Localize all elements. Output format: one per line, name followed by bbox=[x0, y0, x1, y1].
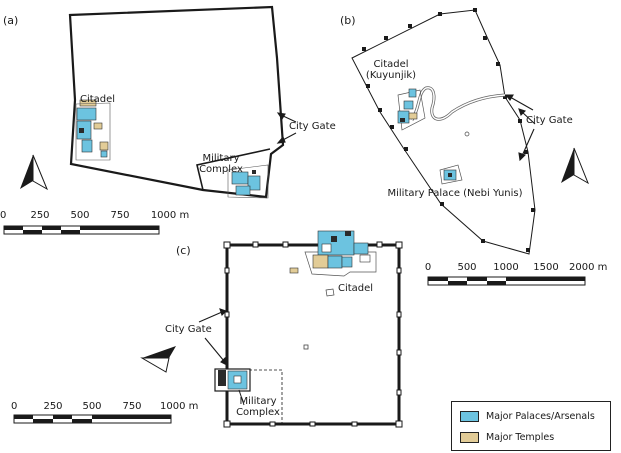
panel-a-military-wall bbox=[196, 148, 271, 191]
panel-a-gate-arrows bbox=[276, 112, 297, 144]
legend-swatch-temples bbox=[460, 432, 479, 443]
panel-c-citadel-label: Citadel bbox=[338, 283, 374, 294]
legend-item-temples: Major Temples bbox=[460, 432, 554, 443]
panel-c-tick-4: 1000 m bbox=[160, 401, 199, 412]
panel-c-military-label: Military Complex bbox=[236, 396, 280, 418]
panel-a-military-label: Military Complex bbox=[199, 153, 243, 175]
panel-a-citadel-label: Citadel bbox=[80, 94, 116, 105]
panel-b-tick-0: 0 bbox=[424, 262, 432, 273]
panel-a-map bbox=[3, 5, 297, 235]
panel-b-gate-arrows bbox=[504, 94, 536, 162]
panel-a-tick-2: 500 bbox=[70, 210, 90, 221]
panel-c-north-arrow-icon bbox=[140, 346, 176, 373]
panel-b-tick-4: 2000 m bbox=[569, 262, 608, 273]
panel-c-map bbox=[13, 230, 403, 428]
panel-c-city-gate-label: City Gate bbox=[165, 324, 212, 335]
panel-c-letter: (c) bbox=[176, 244, 191, 257]
legend-label-palaces: Major Palaces/Arsenals bbox=[486, 411, 595, 422]
panel-b-letter: (b) bbox=[340, 14, 356, 27]
panel-a-tick-3: 750 bbox=[110, 210, 130, 221]
panel-c-tick-2: 500 bbox=[82, 401, 102, 412]
panel-b-north-arrow-icon bbox=[561, 147, 589, 185]
panel-a-city-wall bbox=[68, 5, 285, 199]
legend-swatch-palaces bbox=[460, 411, 479, 422]
panel-c-tick-1: 250 bbox=[43, 401, 63, 412]
panel-a-north-arrow-icon bbox=[20, 154, 49, 191]
panel-b-city-gate-label: City Gate bbox=[526, 115, 573, 126]
panel-a-tick-1: 250 bbox=[30, 210, 50, 221]
panel-a-military-buildings bbox=[227, 164, 269, 199]
panel-b-wall-towers bbox=[362, 8, 535, 252]
panel-a-citadel-buildings bbox=[75, 99, 111, 161]
panel-b-city-wall bbox=[351, 9, 536, 255]
panel-b-tick-3: 1500 bbox=[533, 262, 559, 273]
panel-c-wall-towers bbox=[223, 241, 403, 428]
panel-b-citadel-buildings bbox=[397, 88, 426, 131]
panel-c-citadel-buildings bbox=[304, 230, 377, 277]
panel-b-military-label: Military Palace (Nebi Yunis) bbox=[387, 188, 523, 199]
panel-b-map bbox=[351, 8, 589, 286]
panel-a-tick-4: 1000 m bbox=[150, 210, 190, 221]
panel-a-city-gate-label: City Gate bbox=[289, 121, 336, 132]
panel-b-citadel-label: Citadel (Kuyunjik) bbox=[365, 59, 417, 81]
legend-item-palaces: Major Palaces/Arsenals bbox=[460, 411, 595, 422]
panel-b-tick-1: 500 bbox=[457, 262, 477, 273]
panel-c-tick-3: 750 bbox=[122, 401, 142, 412]
panel-a-tick-0: 0 bbox=[0, 210, 7, 221]
legend-label-temples: Major Temples bbox=[486, 432, 555, 443]
panel-b-scale-bar bbox=[427, 276, 586, 286]
panel-b-tick-2: 1000 bbox=[493, 262, 519, 273]
panel-c-military-buildings bbox=[214, 368, 283, 424]
panel-c-scale-bar bbox=[13, 414, 172, 424]
panel-b-river bbox=[410, 86, 506, 121]
panel-a-letter: (a) bbox=[3, 14, 19, 27]
map-legend: Major Palaces/Arsenals Major Temples bbox=[451, 401, 611, 451]
panel-c-tick-0: 0 bbox=[11, 401, 18, 412]
panel-a-scale-bar bbox=[3, 225, 160, 235]
panel-c-gate-arrows bbox=[198, 308, 228, 367]
panel-b-military-buildings bbox=[439, 164, 463, 185]
